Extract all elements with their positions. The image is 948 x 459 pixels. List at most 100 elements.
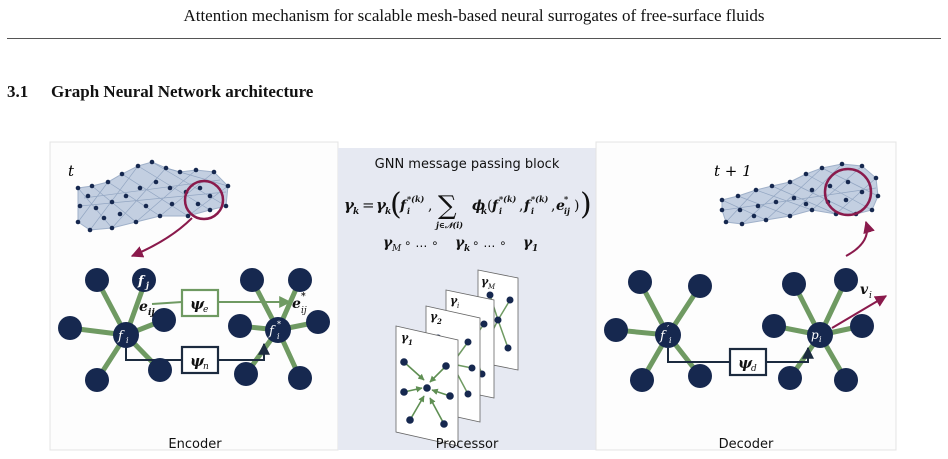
svg-text:*: * xyxy=(301,292,306,302)
svg-text:): ) xyxy=(574,198,579,214)
svg-text:γ: γ xyxy=(376,196,387,214)
svg-text:ψ: ψ xyxy=(738,354,753,372)
svg-text:e: e xyxy=(139,299,148,315)
encoder-node-fi-star: f * i xyxy=(265,317,291,343)
svg-text:i: i xyxy=(499,206,502,216)
svg-text:(: ( xyxy=(390,187,402,222)
header-rule xyxy=(7,38,941,39)
svg-text:i: i xyxy=(869,291,872,301)
svg-text:k: k xyxy=(353,207,359,217)
svg-text:γ: γ xyxy=(481,275,489,288)
processor-layer-1: γ 1 xyxy=(395,325,459,447)
svg-text:1: 1 xyxy=(532,244,538,254)
svg-text:(: ( xyxy=(487,198,492,214)
svg-text:n: n xyxy=(203,362,209,372)
svg-text:*(k): *(k) xyxy=(531,194,549,204)
svg-text:i: i xyxy=(819,335,822,344)
svg-text:p: p xyxy=(811,328,819,342)
svg-text:k: k xyxy=(464,244,470,254)
decoder-zoom-circle xyxy=(823,167,873,217)
psi-n-box: ψ n xyxy=(180,345,220,375)
decoder-neighbor-nodes xyxy=(604,268,874,392)
psi-e-box: ψ e xyxy=(180,288,220,318)
svg-text:γ: γ xyxy=(344,196,355,214)
psi-n-out-arrow xyxy=(218,342,270,361)
svg-text:M: M xyxy=(487,283,496,291)
svg-text:i: i xyxy=(126,336,129,345)
svg-text:∑: ∑ xyxy=(438,191,457,221)
svg-text:*(k): *(k) xyxy=(499,194,517,204)
svg-text:ij: ij xyxy=(148,308,155,318)
section-title: Graph Neural Network architecture xyxy=(51,82,314,101)
message-passing-equation: γ k = γ k ( f *(k) i , ∑ j∈𝒩(i) ϕ k ( f … xyxy=(344,187,592,230)
svg-text:k: k xyxy=(385,207,391,217)
architecture-diagram: t xyxy=(49,141,897,452)
svg-text:i: i xyxy=(457,302,459,310)
svg-text:j: j xyxy=(144,280,149,290)
svg-text:f: f xyxy=(399,198,409,214)
svg-text:f: f xyxy=(523,198,533,214)
svg-text:f: f xyxy=(268,324,276,339)
decoder-node-pi: p i xyxy=(807,322,833,348)
architecture-figure: t xyxy=(0,130,948,459)
svg-text:′: ′ xyxy=(667,325,669,335)
svg-text:γ: γ xyxy=(401,331,409,344)
running-title: Attention mechanism for scalable mesh-ba… xyxy=(183,6,765,25)
decoder-label: Decoder xyxy=(719,437,774,452)
svg-text:f: f xyxy=(117,329,125,344)
decoder-node-fi: f ′ i xyxy=(655,322,681,348)
svg-text:ij: ij xyxy=(301,306,307,316)
svg-text:f: f xyxy=(491,198,501,214)
section-heading: 3.1 Graph Neural Network architecture xyxy=(7,82,313,102)
svg-text:i: i xyxy=(531,206,534,216)
svg-text:γ: γ xyxy=(523,235,533,251)
psi-e-in-line xyxy=(151,301,183,305)
svg-text:1: 1 xyxy=(408,338,413,347)
svg-text:j∈𝒩(i): j∈𝒩(i) xyxy=(434,220,463,230)
svg-text:,: , xyxy=(428,198,432,214)
svg-text:,: , xyxy=(519,198,523,214)
velocity-label: v i xyxy=(860,282,872,301)
svg-text:k: k xyxy=(481,207,487,217)
encoder-neighbor-nodes xyxy=(58,268,330,392)
encoder-label: Encoder xyxy=(168,437,222,452)
psi-d-out-arrow xyxy=(766,346,814,363)
svg-text:): ) xyxy=(580,187,592,222)
svg-text:γ: γ xyxy=(430,310,438,323)
svg-text:i: i xyxy=(277,332,280,341)
encoder-zoom-circle xyxy=(183,179,225,221)
decoder-zoom-arrow xyxy=(845,220,875,257)
svg-text:M: M xyxy=(391,244,402,254)
svg-text:=: = xyxy=(362,196,375,214)
velocity-arrow xyxy=(831,295,888,329)
encoder-node-fi: f i xyxy=(113,322,139,348)
svg-text:γ: γ xyxy=(383,235,393,251)
decoder-mesh xyxy=(719,161,881,227)
svg-text:*(k): *(k) xyxy=(407,194,425,204)
svg-text:ψ: ψ xyxy=(190,352,205,370)
svg-text:∘ … ∘: ∘ … ∘ xyxy=(404,236,439,250)
svg-text:2: 2 xyxy=(436,317,442,326)
processor-label: Processor xyxy=(436,437,499,452)
svg-text:*: * xyxy=(277,320,281,329)
svg-text:d: d xyxy=(751,364,757,374)
svg-text:i: i xyxy=(407,206,410,216)
svg-text:e: e xyxy=(292,296,301,312)
decoder-time-label: t + 1 xyxy=(714,162,752,180)
encoder-mesh xyxy=(75,159,231,233)
svg-text:γ: γ xyxy=(450,294,458,307)
svg-text:∘ … ∘: ∘ … ∘ xyxy=(472,236,507,250)
svg-text:γ: γ xyxy=(455,235,465,251)
svg-text:f: f xyxy=(659,329,667,344)
svg-text:e: e xyxy=(203,305,208,315)
svg-text:,: , xyxy=(551,198,555,214)
encoder-edge-eij-label: e ij xyxy=(139,299,155,318)
encoder-zoom-arrow xyxy=(130,217,193,258)
svg-text:ψ: ψ xyxy=(190,295,205,313)
section-number: 3.1 xyxy=(7,82,29,101)
encoder-edge-eij-star-label: e * ij xyxy=(292,292,307,316)
composition-line: γ M ∘ … ∘ γ k ∘ … ∘ γ 1 xyxy=(383,235,538,254)
svg-text:v: v xyxy=(860,282,869,298)
svg-text:f: f xyxy=(137,274,146,289)
svg-text:ϕ: ϕ xyxy=(472,198,485,214)
